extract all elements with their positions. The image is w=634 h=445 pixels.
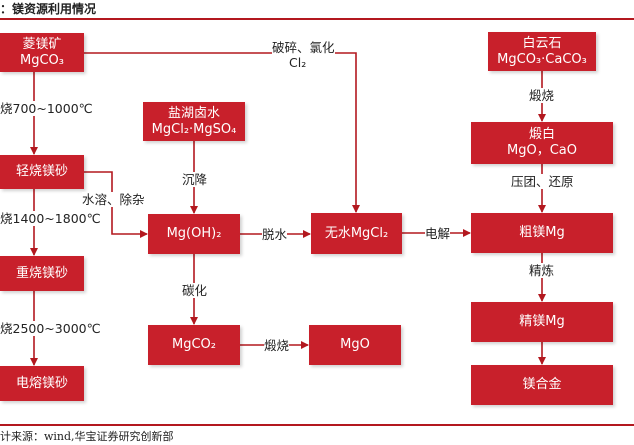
node-dead-burned-magnesia: 重烧镁砂 [0, 256, 84, 291]
node-calcined-formula: MgO，CaO [507, 143, 577, 158]
figure-title: ：镁资源利用情况 [0, 2, 97, 16]
header-rule [0, 18, 634, 20]
node-mgo-label: MgO [340, 337, 370, 352]
node-mg-hydroxide: Mg(OH)₂ [148, 214, 240, 254]
label-settle: 沉降 [182, 172, 208, 187]
node-fused-magnesia: 电熔镁砂 [0, 366, 84, 401]
node-mg-alloy: 镁合金 [471, 365, 613, 405]
node-magnesite-name: 菱镁矿 [22, 36, 62, 52]
label-press-reduce: 压团、还原 [511, 174, 574, 189]
node-mgo: MgO [309, 325, 401, 365]
node-dolomite: 白云石 MgCO₃·CaCO₃ [488, 32, 596, 71]
node-dead-burned-label: 重烧镁砂 [15, 265, 68, 281]
node-anhydrous-mgcl2: 无水MgCl₂ [311, 213, 402, 254]
node-refined-mg: 精镁Mg [471, 302, 613, 342]
node-mgoh2-label: Mg(OH)₂ [166, 226, 222, 241]
node-magnesite-formula: MgCO₃ [20, 52, 64, 68]
node-fused-label: 电熔镁砂 [15, 375, 68, 391]
node-refined-mg-label: 精镁Mg [519, 314, 565, 329]
footer-rule [0, 424, 634, 426]
label-calcine-700: 烧700~1000℃ [0, 101, 93, 116]
node-calcined-name: 煅白 [528, 127, 555, 142]
label-carbonize: 碳化 [182, 283, 208, 298]
label-calcine-2500: 烧2500~3000℃ [0, 321, 101, 336]
node-mgco2: MgCO₂ [148, 325, 240, 365]
label-crush-chlorinate: 破碎、氯化 [272, 40, 335, 55]
label-calcine-1400: 烧1400~1800℃ [0, 211, 101, 226]
node-crude-mg: 粗镁Mg [471, 213, 613, 253]
node-dolomite-name: 白云石 [522, 35, 562, 51]
node-brine-name: 盐湖卤水 [167, 105, 220, 121]
label-electrolysis: 电解 [425, 226, 451, 241]
label-calcine-dolomite: 煅烧 [529, 88, 555, 103]
node-anhydrous-label: 无水MgCl₂ [324, 225, 389, 241]
label-dehydrate: 脱水 [262, 227, 288, 242]
node-dolomite-formula: MgCO₃·CaCO₃ [497, 51, 587, 67]
node-calcined-dolomite: 煅白 MgO，CaO [471, 122, 613, 164]
node-crude-mg-label: 粗镁Mg [519, 225, 565, 240]
label-refine: 精炼 [529, 263, 555, 278]
source-note: 计来源：wind,华宝证券研究创新部 [0, 430, 174, 443]
node-light-burned-label: 轻烧镁砂 [15, 164, 68, 179]
arrow-magnesite-anhydrous [84, 52, 360, 213]
label-calcine-mgco2: 煅烧 [264, 338, 290, 353]
node-magnesite: 菱镁矿 MgCO₃ [0, 33, 84, 72]
node-brine-formula: MgCl₂·MgSO₄ [151, 121, 237, 137]
label-chlorine: Cl₂ [289, 55, 307, 70]
node-mgco2-label: MgCO₂ [172, 337, 216, 352]
node-light-burned-magnesia: 轻烧镁砂 [0, 155, 84, 189]
header: ：镁资源利用情况 [0, 0, 634, 20]
label-dissolve-purify: 水溶、除杂 [82, 192, 145, 207]
node-alloy-label: 镁合金 [522, 377, 562, 392]
node-salt-lake-brine: 盐湖卤水 MgCl₂·MgSO₄ [143, 102, 245, 141]
